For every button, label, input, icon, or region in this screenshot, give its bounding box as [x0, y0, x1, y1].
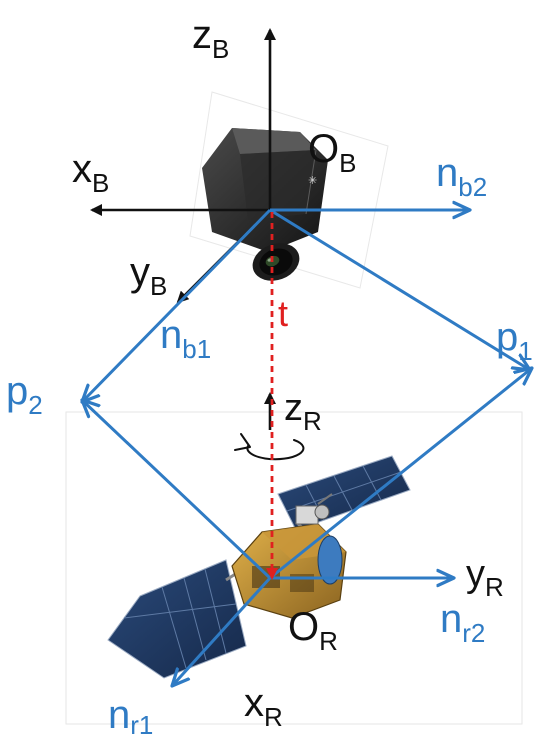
nb1-vector [82, 208, 272, 402]
satellite-icon [107, 455, 411, 679]
camera-image-frame [189, 91, 389, 289]
nr1-label: nr1 [108, 693, 153, 740]
p2-vector-from-OR [82, 400, 272, 580]
yB-label: yB [130, 250, 167, 301]
svg-text:✳: ✳ [308, 175, 317, 187]
nr2-label: nr2 [440, 597, 485, 648]
nb1-label: nb1 [160, 313, 211, 364]
xR-label: xR [244, 681, 283, 732]
nr1-vector [172, 576, 272, 686]
yR-label: yR [466, 553, 504, 602]
p1-vector-from-OB [269, 208, 530, 370]
zR-label: zR [284, 387, 322, 436]
t-label: t [278, 293, 288, 334]
rotation-arrow-icon [234, 433, 305, 461]
satellite-image-frame [65, 411, 523, 725]
p1-label: p1 [496, 315, 533, 366]
p1-vector-from-OR [269, 368, 532, 580]
zB-label: zB [192, 13, 229, 64]
nb2-label: nb2 [436, 151, 487, 202]
camera-icon: ✳ [202, 128, 328, 281]
OR-label: OR [288, 605, 338, 656]
p2-label: p2 [6, 369, 43, 420]
solar-panel-lower [107, 559, 247, 679]
xB-label: xB [72, 147, 109, 198]
OB-label: OB [308, 127, 356, 178]
